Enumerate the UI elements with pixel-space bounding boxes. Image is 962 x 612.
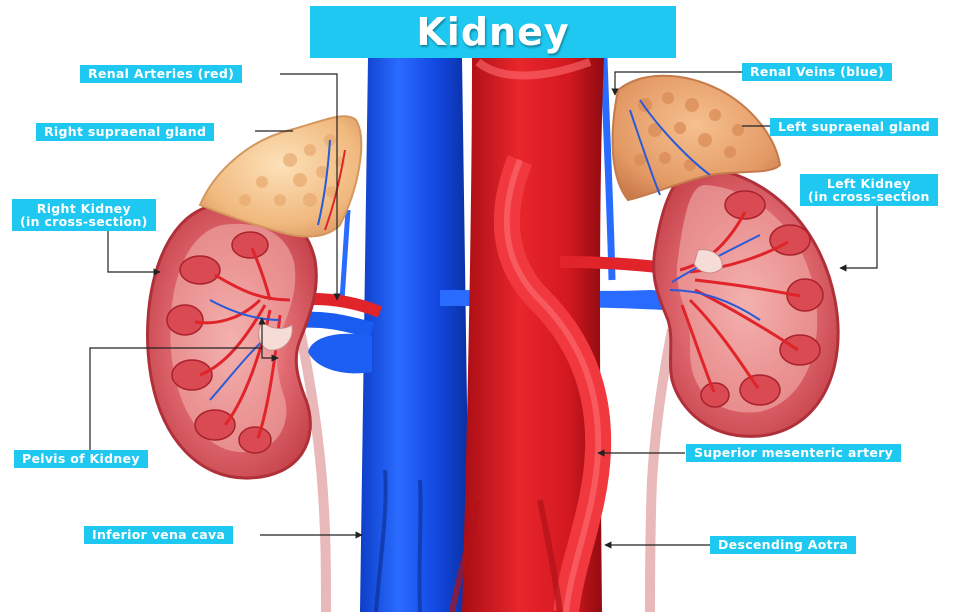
label-pelvis-of-kidney: Pelvis of Kidney [14, 450, 148, 468]
label-right-kidney-line2: (in cross-section) [20, 215, 148, 228]
label-left-kidney-line2: (in cross-section [808, 190, 930, 203]
label-left-kidney: Left Kidney (in cross-section [800, 174, 938, 206]
label-left-suprarenal-gland: Left supraenal gland [770, 118, 938, 136]
inferior-vena-cava-shape [360, 58, 470, 612]
left-kidney [654, 168, 838, 436]
label-renal-arteries: Renal Arteries (red) [80, 65, 242, 83]
label-renal-veins: Renal Veins (blue) [742, 63, 892, 81]
label-right-suprarenal-gland: Right supraenal gland [36, 123, 214, 141]
label-descending-aorta: Descending Aotra [710, 536, 856, 554]
right-ureter [300, 330, 326, 612]
page-title: Kidney [416, 10, 569, 54]
title-banner: Kidney [310, 6, 676, 58]
right-renal-vein [300, 320, 372, 330]
ivc-side-bulge [308, 334, 372, 374]
left-ureter [650, 330, 672, 612]
renal-vein-thin-left [604, 58, 612, 280]
renal-vein-thin-right [342, 210, 348, 300]
label-right-kidney: Right Kidney (in cross-section) [12, 199, 156, 231]
right-kidney [148, 203, 317, 478]
label-superior-mesenteric-artery: Superior mesenteric artery [686, 444, 901, 462]
label-inferior-vena-cava: Inferior vena cava [84, 526, 233, 544]
